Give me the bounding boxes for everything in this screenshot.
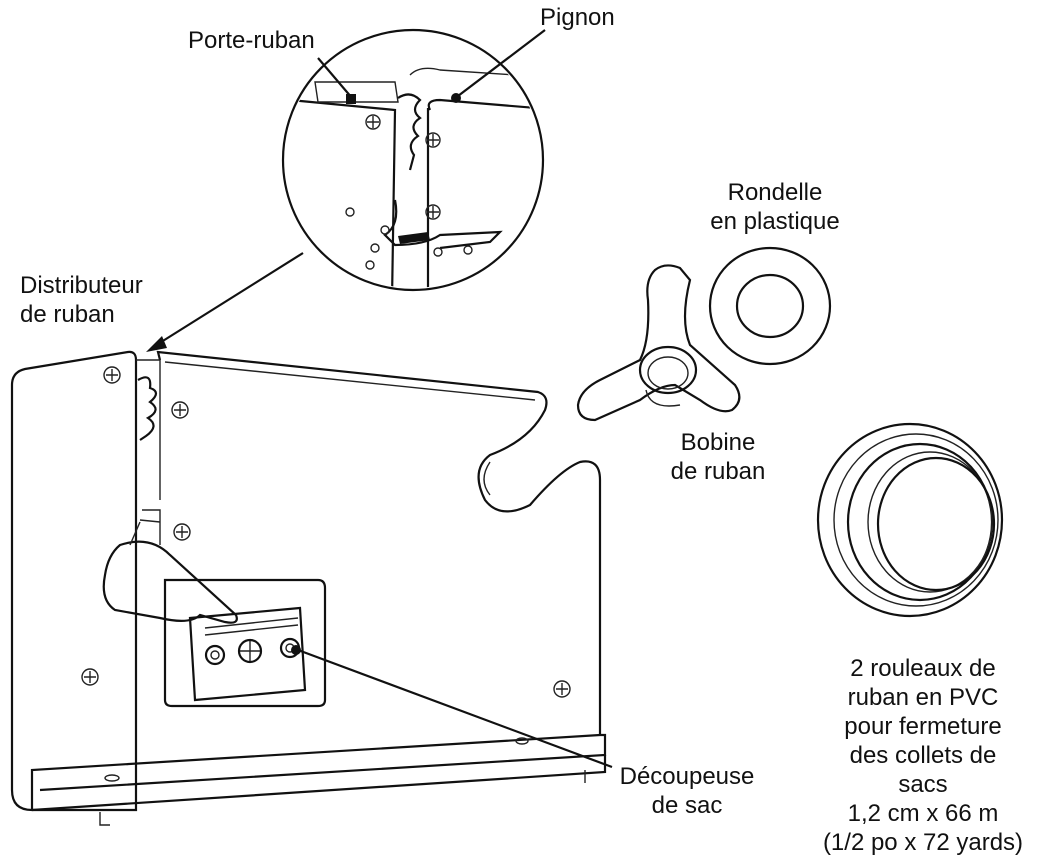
label-rolls-line5: sacs <box>898 771 948 798</box>
label-cutter: Découpeuse de sac <box>612 762 762 820</box>
label-rolls-line6: 1,2 cm x 66 m <box>847 800 999 827</box>
plastic-washer <box>708 246 832 366</box>
label-spool-line2: de ruban <box>670 458 766 485</box>
label-tape-holder: Porte-ruban <box>188 27 315 54</box>
label-rolls-line2: ruban en PVC <box>847 684 999 711</box>
label-dispenser: Distributeur de ruban <box>20 271 143 329</box>
label-dispenser-line1: Distributeur <box>20 272 143 299</box>
label-dispenser-line2: de ruban <box>20 301 115 328</box>
label-cutter-line2: de sac <box>651 792 723 819</box>
tape-spool <box>576 264 741 422</box>
leader-lines <box>146 29 613 769</box>
label-cutter-line1: Découpeuse <box>619 763 755 790</box>
label-sprocket: Pignon <box>540 4 615 31</box>
label-spool: Bobine de ruban <box>648 428 788 486</box>
label-rolls-line1: 2 rouleaux de <box>850 655 996 682</box>
label-pvc-rolls: 2 rouleaux de ruban en PVC pour fermetur… <box>808 654 1038 857</box>
dispenser-body <box>10 350 607 826</box>
label-spool-line1: Bobine <box>680 429 756 456</box>
detail-inset <box>281 28 545 292</box>
label-washer-line2: en plastique <box>710 208 840 235</box>
label-washer: Rondelle en plastique <box>695 178 855 236</box>
label-rolls-line3: pour fermeture <box>844 713 1002 740</box>
label-rolls-line7: (1/2 po x 72 yards) <box>822 829 1024 856</box>
pvc-tape-rolls <box>816 422 1004 618</box>
label-rolls-line4: des collets de <box>849 742 997 769</box>
label-washer-line1: Rondelle <box>727 179 823 206</box>
